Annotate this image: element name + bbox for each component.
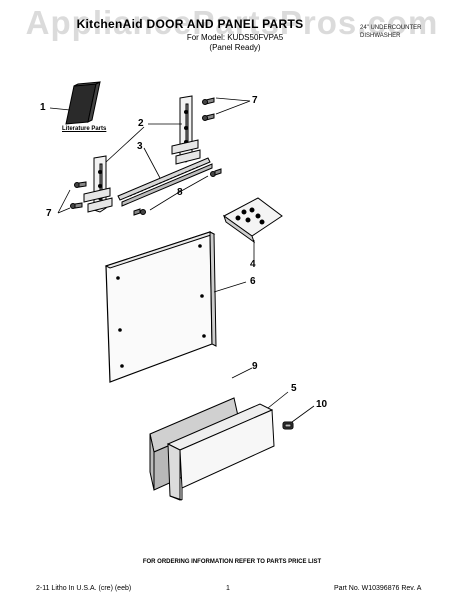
toe-kick-panel xyxy=(166,403,275,501)
callout-5: 5 xyxy=(291,383,297,394)
callout-7-left: 7 xyxy=(46,208,52,219)
model-line: For Model: KUDS50FVPA5 xyxy=(186,33,284,42)
panel-note: (Panel Ready) xyxy=(209,43,261,52)
callout-6: 6 xyxy=(250,276,256,287)
literature-booklet xyxy=(65,81,101,125)
hinge-bracket-right xyxy=(171,95,201,165)
ordering-note: FOR ORDERING INFORMATION REFER TO PARTS … xyxy=(142,559,322,565)
screws-rail xyxy=(133,168,222,216)
product-line-2: DISHWASHER xyxy=(360,33,401,39)
callout-8: 8 xyxy=(177,187,183,198)
product-line-1: 24" UNDERCOUNTER xyxy=(360,25,422,31)
part-number: Part No. W10396876 Rev. A xyxy=(334,585,422,592)
litho-info: 2-11 Litho In U.S.A. (cre) (eeb) xyxy=(36,585,132,592)
product-type: 24" UNDERCOUNTER DISHWASHER xyxy=(360,24,460,40)
callout-10: 10 xyxy=(316,399,328,410)
door-panel xyxy=(104,231,217,383)
callout-1: 1 xyxy=(40,102,46,113)
hinge-bracket-left xyxy=(83,155,113,213)
hardware-bag xyxy=(223,197,283,244)
watermark: AppliancePartsPros.com xyxy=(25,4,439,41)
hinge-cable-rail xyxy=(117,157,213,207)
literature-parts-label: Literature Parts xyxy=(62,126,107,132)
model-info: For Model: KUDS50FVPA5 (Panel Ready) xyxy=(150,33,320,53)
callout-7-top: 7 xyxy=(252,95,258,106)
callout-4: 4 xyxy=(250,259,256,270)
leader-lines xyxy=(49,97,315,423)
clip-part xyxy=(282,421,294,430)
page-title: KitchenAid DOOR AND PANEL PARTS xyxy=(76,17,304,31)
screws-top xyxy=(202,97,215,121)
callout-2: 2 xyxy=(138,118,144,129)
page-number: 1 xyxy=(226,585,230,592)
callout-9: 9 xyxy=(252,361,258,372)
screws-left xyxy=(70,181,87,209)
callout-3: 3 xyxy=(137,141,143,152)
